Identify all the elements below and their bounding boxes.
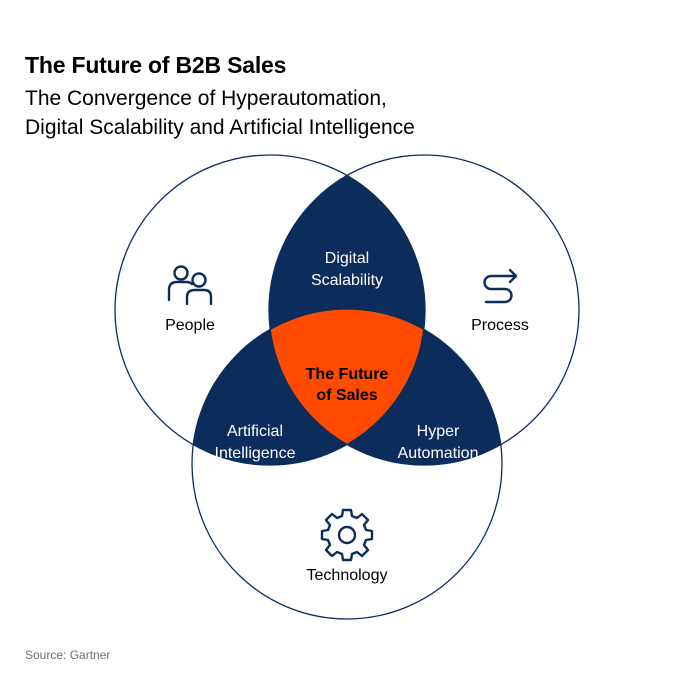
subtitle-line-2: Digital Scalability and Artificial Intel… [25,116,415,139]
gear-icon [320,508,374,562]
circle-technology [191,308,503,620]
label-digital-scalability-line1: Digital [325,250,369,267]
label-digital-scalability-line2: Scalability [311,272,383,289]
circle-process [268,154,580,466]
label-technology: Technology [307,567,388,584]
label-artificial-intelligence-line2: Intelligence [215,445,296,462]
page-title: The Future of B2B Sales [25,52,287,78]
subtitle-line-1: The Convergence of Hyperautomation, [25,87,387,110]
page-subtitle: The Convergence of Hyperautomation, Digi… [25,84,645,142]
label-process: Process [471,317,529,334]
circle-people [114,154,426,466]
label-future-of-sales-line1: The Future [306,366,389,383]
label-people: People [165,317,215,334]
label-artificial-intelligence-line1: Artificial [227,423,283,440]
label-hyper-automation-line2: Automation [398,445,479,462]
people-icon [167,265,213,306]
process-icon [483,268,518,304]
label-hyper-automation-line1: Hyper [417,423,460,440]
source-note: Source: Gartner [25,648,111,662]
label-future-of-sales-line2: of Sales [316,387,377,404]
